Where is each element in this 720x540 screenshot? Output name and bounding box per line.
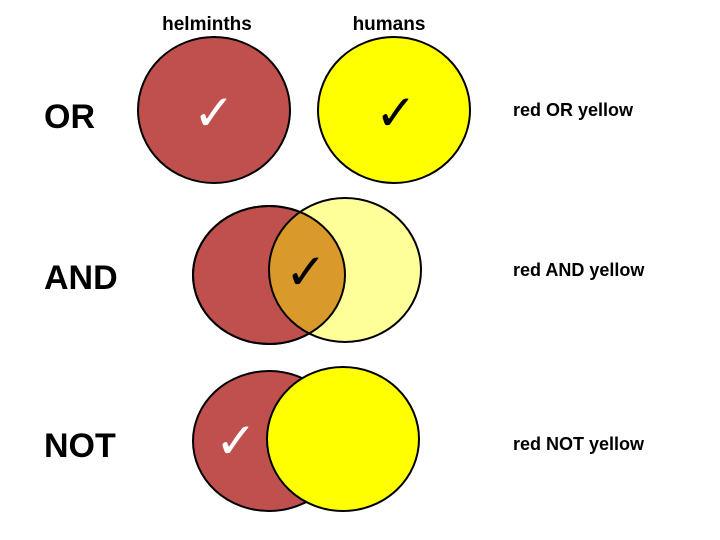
row-or: OR ✓ ✓ red OR yellow: [44, 36, 634, 184]
check-icon: ✓: [375, 84, 417, 142]
humans-circle: [317, 36, 471, 184]
description-or: red OR yellow: [513, 100, 634, 120]
set-label-humans: humans: [353, 14, 426, 35]
humans-circle: [266, 366, 420, 512]
check-icon: ✓: [215, 412, 257, 470]
helminths-outline: [192, 205, 346, 345]
row-not: NOT ✓ red NOT yellow: [44, 366, 645, 512]
humans-outline: [268, 197, 422, 343]
description-and: red AND yellow: [513, 260, 645, 280]
operator-label-not: NOT: [44, 427, 116, 465]
row-and: AND ✓ red AND yellow: [44, 197, 645, 345]
operator-label-or: OR: [44, 98, 95, 136]
intersection-region: [269, 206, 345, 342]
check-icon: ✓: [193, 84, 235, 142]
set-label-helminths: helminths: [162, 14, 252, 35]
helminths-circle: [137, 36, 291, 184]
check-icon: ✓: [285, 243, 327, 301]
description-not: red NOT yellow: [513, 434, 645, 454]
operator-label-and: AND: [44, 259, 118, 297]
